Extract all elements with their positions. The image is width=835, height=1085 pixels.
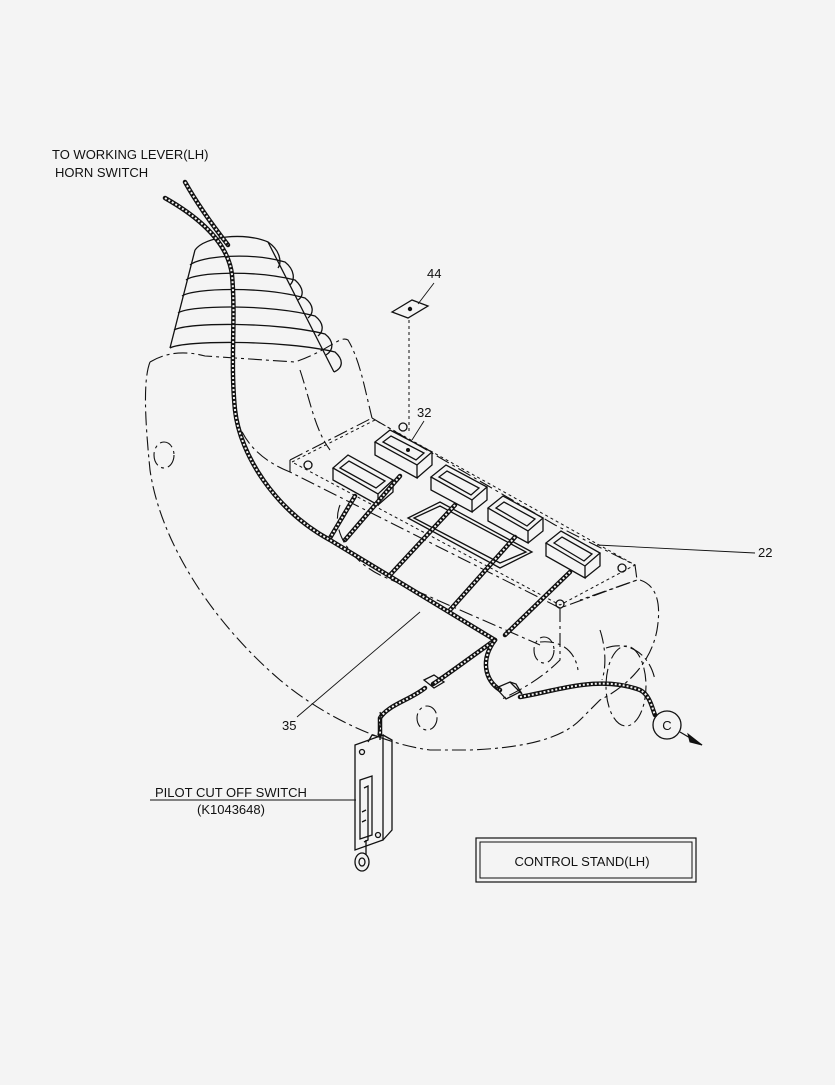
callout-32: 32 xyxy=(417,405,431,420)
label-horn-switch: HORN SWITCH xyxy=(55,165,148,180)
label-to-working-lever: TO WORKING LEVER(LH) xyxy=(52,147,209,162)
rocker-switch-22 xyxy=(544,530,602,580)
connector-c-reference: C xyxy=(652,710,703,746)
rocker-switch-3 xyxy=(429,464,489,514)
rocker-switch-32 xyxy=(373,429,434,480)
part-44-washer xyxy=(390,299,430,432)
leader-44 xyxy=(417,282,435,305)
label-pilot-switch-part-number: (K1043648) xyxy=(197,802,265,817)
connector-c-label: C xyxy=(662,718,671,733)
leader-32 xyxy=(411,420,425,441)
callout-35: 35 xyxy=(282,718,296,733)
callout-44: 44 xyxy=(427,266,441,281)
callout-22: 22 xyxy=(758,545,772,560)
switch-branch-wires xyxy=(327,473,573,638)
switch-plate xyxy=(290,419,637,609)
wiring-harness-35 xyxy=(162,179,658,738)
leader-22 xyxy=(596,544,756,554)
control-stand-body xyxy=(144,338,660,751)
title-box: CONTROL STAND(LH) xyxy=(475,837,697,883)
leader-35 xyxy=(296,611,421,718)
pilot-cut-off-switch xyxy=(354,711,393,872)
title-box-text: CONTROL STAND(LH) xyxy=(514,854,649,869)
label-pilot-cut-off-switch: PILOT CUT OFF SWITCH xyxy=(155,785,307,800)
rocker-switch-4 xyxy=(486,495,545,545)
lever-bellows-boot xyxy=(169,235,342,373)
